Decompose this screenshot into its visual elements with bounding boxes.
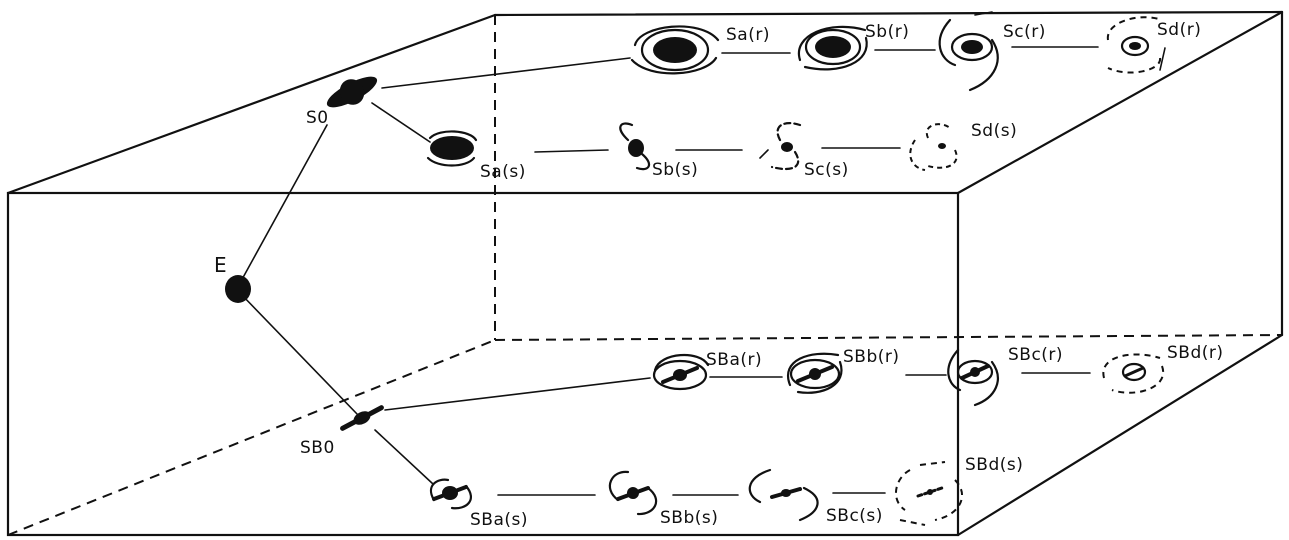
sb0-barred-lenticular-icon [340, 405, 384, 431]
connector-s0-sar [381, 57, 631, 89]
connector-sb0-sbas [374, 429, 434, 485]
sbc-s-galaxy-icon [748, 468, 819, 522]
sba-r-galaxy-icon [652, 353, 710, 391]
label-e: E [214, 253, 227, 277]
sba-s-galaxy-icon [429, 478, 472, 510]
label-sb-s: Sb(s) [652, 160, 698, 180]
sd-s-galaxy-icon [909, 123, 958, 171]
sc-s-galaxy-icon [759, 122, 802, 171]
box-solid-edges [6, 10, 1284, 537]
connectors [239, 46, 1099, 496]
label-sbb-r: SBb(r) [843, 347, 900, 367]
hidden-back-bottom-edge [494, 334, 1283, 341]
label-sd-r: Sd(r) [1157, 20, 1201, 40]
sbd-s-galaxy-icon [895, 461, 964, 526]
sbc-r-galaxy-icon [947, 348, 999, 407]
hidden-bottom-left-edge [7, 339, 496, 536]
label-sa-r: Sa(r) [726, 25, 770, 45]
connector-sas-sbs [534, 149, 609, 153]
connector-e-sb0 [239, 292, 359, 416]
front-face [6, 191, 960, 537]
sbd-r-galaxy-icon [1102, 353, 1165, 394]
s0-lenticular-icon [326, 76, 378, 108]
label-sb-r: Sb(r) [865, 22, 909, 42]
sa-r-galaxy-icon [630, 25, 720, 75]
label-sc-s: Sc(s) [804, 160, 849, 180]
sb-s-galaxy-icon [619, 122, 651, 171]
label-sba-s: SBa(s) [470, 510, 528, 530]
label-sba-r: SBa(r) [706, 350, 762, 370]
sbb-s-galaxy-icon [608, 470, 658, 516]
top-right-edge [956, 10, 1284, 195]
sd-r-galaxy-icon [1106, 16, 1166, 74]
label-sd-s: Sd(s) [971, 121, 1017, 141]
label-s0: S0 [306, 108, 329, 128]
connector-e-s0 [239, 124, 328, 284]
sa-s-galaxy-icon [426, 130, 478, 167]
label-sbd-r: SBd(r) [1167, 343, 1224, 363]
label-sbc-s: SBc(s) [826, 506, 883, 526]
top-back-edge [493, 10, 1284, 17]
label-sa-s: Sa(s) [480, 162, 526, 182]
connector-sb0-sbar [384, 377, 651, 411]
elliptical-galaxy-icon [225, 275, 251, 303]
connector-s0-sas [371, 102, 431, 143]
label-sb0: SB0 [300, 438, 335, 458]
box-hidden-edges [7, 15, 1283, 536]
label-sbb-s: SBb(s) [660, 508, 718, 528]
sc-r-galaxy-icon [938, 11, 999, 92]
sb-r-galaxy-icon [797, 25, 868, 71]
top-left-edge [6, 13, 497, 195]
sbb-r-galaxy-icon [787, 352, 843, 394]
label-sbd-s: SBd(s) [965, 455, 1023, 475]
bottom-right-edge [956, 333, 1284, 537]
label-sbc-r: SBc(r) [1008, 345, 1063, 365]
labels: E S0 SB0 Sa(r) Sb(r) Sc(r) Sd(r) Sa(s) S… [214, 20, 1224, 530]
label-sc-r: Sc(r) [1003, 22, 1046, 42]
